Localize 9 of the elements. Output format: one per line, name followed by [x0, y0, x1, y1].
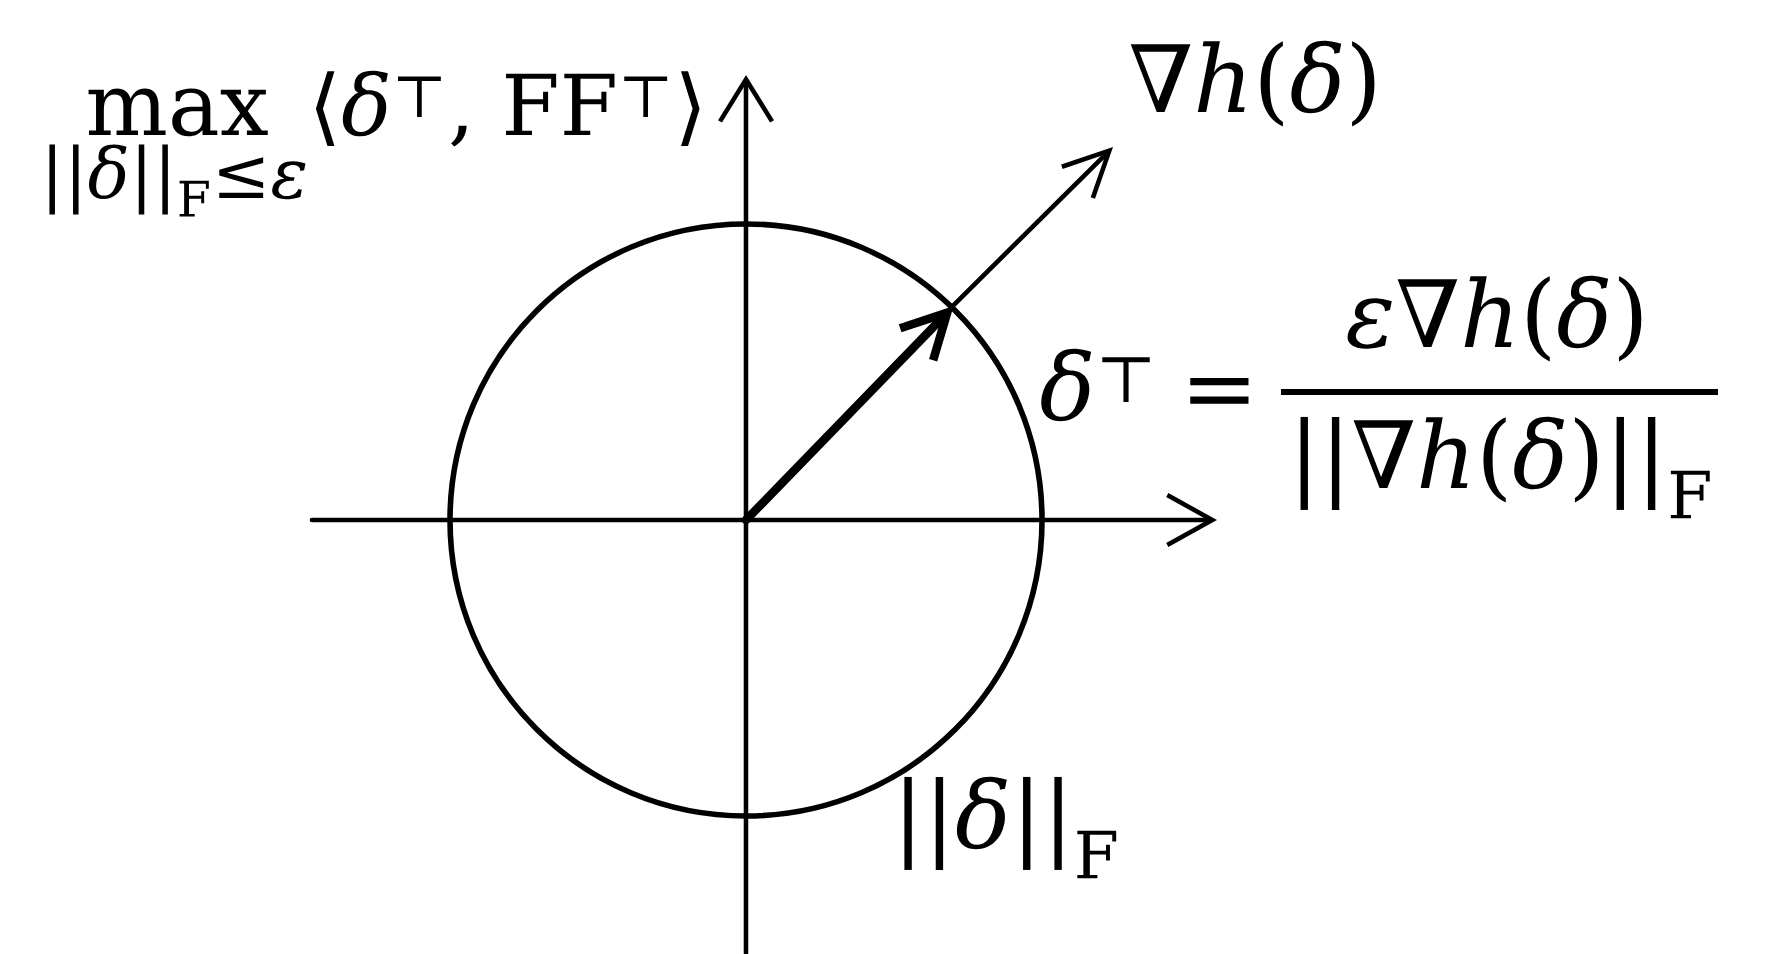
math-label: =	[1190, 377, 1249, 404]
math-label: ⟨δ$^{⊤}$, FF$^{⊤}$⟩	[315, 70, 700, 147]
math-label: max	[88, 88, 268, 137]
circle-label: ||δ||$_{F}$	[904, 776, 1117, 879]
math-label: ||δ||$_{F}$≤ε	[49, 144, 306, 217]
math-label: ∇h(δ)	[1130, 40, 1375, 127]
math-label: δ$^{⊤}$	[1041, 348, 1150, 422]
math-label: ||∇h(δ)||$_{F}$	[1300, 416, 1710, 519]
math-label: ε∇h(δ)	[1347, 275, 1642, 362]
